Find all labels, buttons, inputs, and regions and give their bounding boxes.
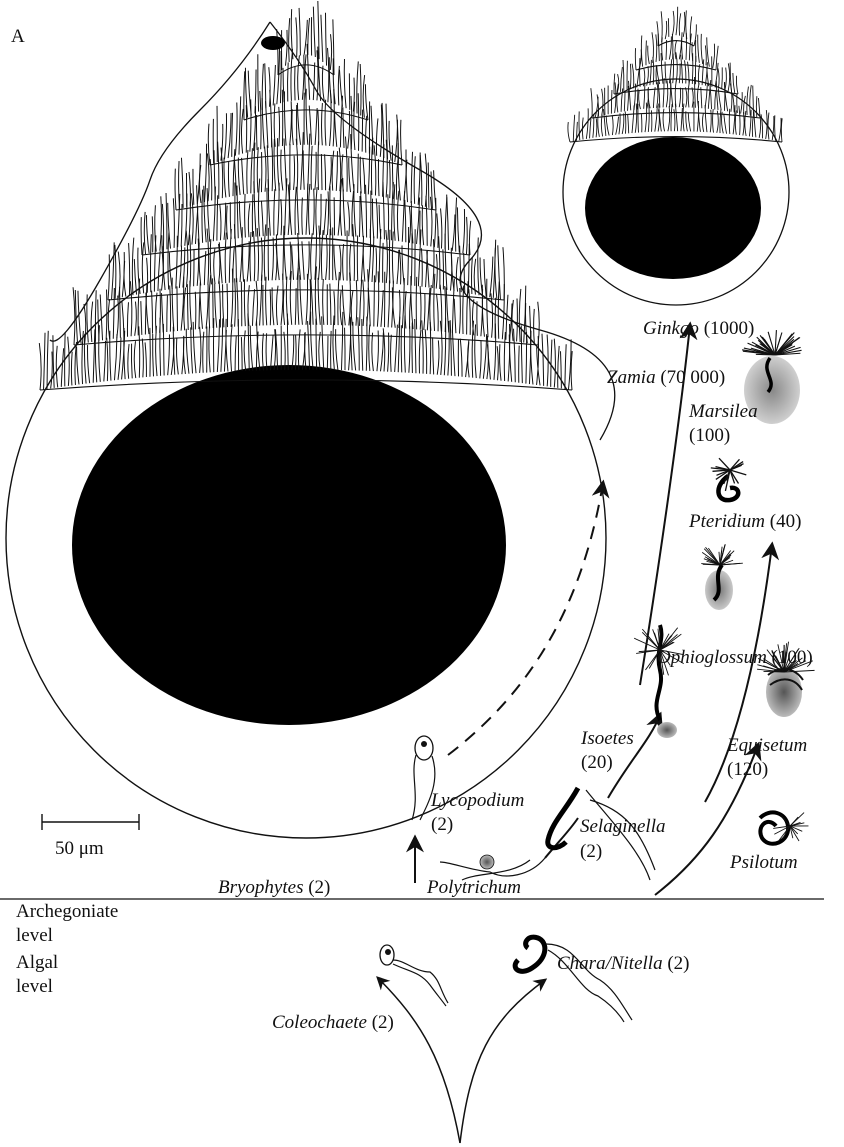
label-lycopodium-name: Lycopodium [430, 790, 524, 811]
ophioglossum-sperm [701, 544, 743, 610]
label-isoetes-name: Isoetes [580, 728, 634, 749]
scale-bar-label: 50 μm [55, 838, 104, 859]
scale-bar [42, 814, 139, 830]
label-isoetes-count: (20) [581, 752, 613, 773]
label-pteridium: Pteridium (40) [688, 511, 801, 532]
label-bryophytes: Bryophytes (2) [218, 877, 330, 898]
label-ginkgo: Ginkgo (1000) [643, 318, 754, 339]
label-marsilea-name: Marsilea [688, 401, 758, 422]
coleochaete-sperm [380, 945, 448, 1006]
archegoniate-level-label-1: Archegoniate [16, 901, 118, 922]
algal-level-label-1: Algal [16, 952, 58, 973]
archegoniate-level-label-2: level [16, 925, 53, 946]
arrow-to-chara [460, 980, 545, 1143]
pteridium-sperm [711, 458, 746, 500]
ginkgo-sperm-drawing [563, 7, 789, 305]
label-lycopodium-count: (2) [431, 814, 453, 835]
label-psilotum: Psilotum [729, 852, 798, 873]
label-chara-nitella: Chara/Nitella (2) [557, 953, 689, 974]
chara-sperm [515, 937, 632, 1022]
label-zamia: Zamia (70 000) [607, 367, 725, 388]
label-ophioglossum: Ophioglossum (100) [657, 647, 813, 668]
label-selaginella-count: (2) [580, 841, 602, 862]
label-equisetum-name: Equisetum [726, 735, 807, 756]
label-polytrichum: Polytrichum [426, 877, 521, 898]
psilotum-sperm [760, 812, 808, 843]
label-marsilea-count: (100) [689, 425, 730, 446]
label-selaginella-name: Selaginella [580, 816, 665, 837]
zamia-sperm-drawing [6, 1, 615, 838]
isoetes-sperm [634, 625, 684, 738]
zamia-apex [261, 36, 285, 50]
algal-level-label-2: level [16, 976, 53, 997]
label-coleochaete: Coleochaete (2) [272, 1012, 394, 1033]
panel-letter: A [11, 26, 25, 47]
label-equisetum-count: (120) [727, 759, 768, 780]
